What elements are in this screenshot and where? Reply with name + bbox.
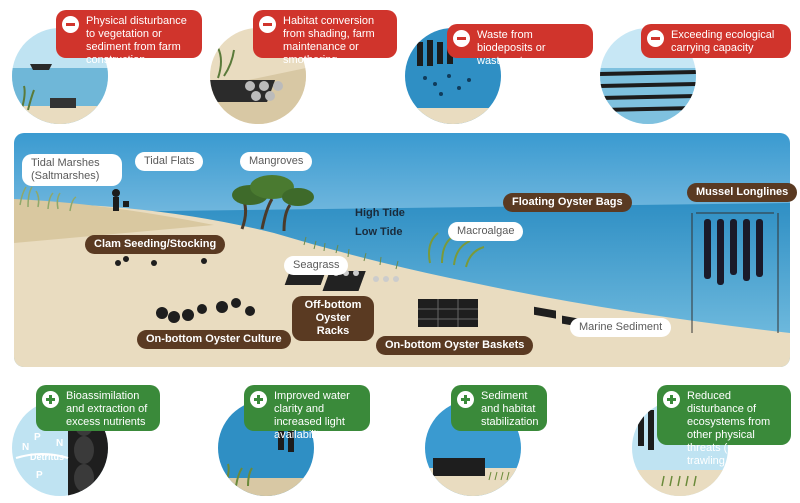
off-bottom-oyster-racks-label: Off-bottom Oyster Racks (292, 296, 374, 341)
on-bottom-oyster-culture-label: On-bottom Oyster Culture (137, 330, 291, 349)
nutrient-n1: N (56, 438, 64, 449)
plus-icon (663, 391, 680, 408)
tidal-marshes-label: Tidal Marshes (Saltmarshes) (22, 154, 122, 186)
tidal-flats-label: Tidal Flats (135, 152, 204, 171)
plus-icon (457, 391, 474, 408)
mussel-longlines-label: Mussel Longlines (687, 183, 798, 202)
minus-icon (259, 16, 276, 33)
on-bottom-oyster-baskets-label: On-bottom Oyster Baskets (376, 336, 534, 355)
mussel-longlines (691, 212, 779, 333)
plus-icon (250, 391, 267, 408)
impact-physical-disturbance: Physical disturbance to vegetation or se… (56, 10, 202, 66)
seagrass-bed (303, 236, 399, 270)
floating-oyster-bags-label: Floating Oyster Bags (503, 193, 632, 212)
macroalgae (428, 232, 485, 268)
low-tide-label: Low Tide (355, 226, 403, 238)
oyster-baskets (418, 299, 478, 327)
benefit-sediment-stabilization: Sediment and habitat stabilization (451, 385, 547, 431)
detritus-label: Detritus (30, 452, 65, 462)
benefit-water-clarity: Improved water clarity and increased lig… (244, 385, 370, 441)
impact-habitat-conversion: Habitat conversion from shading, farm ma… (253, 10, 397, 66)
benefit-bioassimilation: Bioassimilation and extraction of excess… (36, 385, 160, 431)
marine-sediment-label: Marine Sediment (570, 318, 672, 337)
impact-carrying-capacity: Exceeding ecological carrying capacity (641, 24, 791, 58)
benefit-reduced-disturbance: Reduced disturbance of ecosystems from o… (657, 385, 791, 467)
seagrass-label: Seagrass (284, 256, 349, 275)
impact-waste: Waste from biodeposits or wastewater (447, 24, 593, 67)
mangroves-label: Mangroves (240, 152, 313, 171)
minus-icon (647, 30, 664, 47)
minus-icon (62, 16, 79, 33)
high-tide-label: High Tide (355, 207, 405, 219)
macroalgae-label: Macroalgae (448, 222, 524, 241)
clam-seeding-label: Clam Seeding/Stocking (85, 235, 226, 254)
nutrient-p1: P (34, 432, 41, 443)
nutrient-p2: P (36, 470, 43, 481)
mangrove-trees (232, 175, 314, 232)
nutrient-n2: N (22, 442, 30, 453)
minus-icon (453, 30, 470, 47)
plus-icon (42, 391, 59, 408)
person (112, 189, 129, 211)
